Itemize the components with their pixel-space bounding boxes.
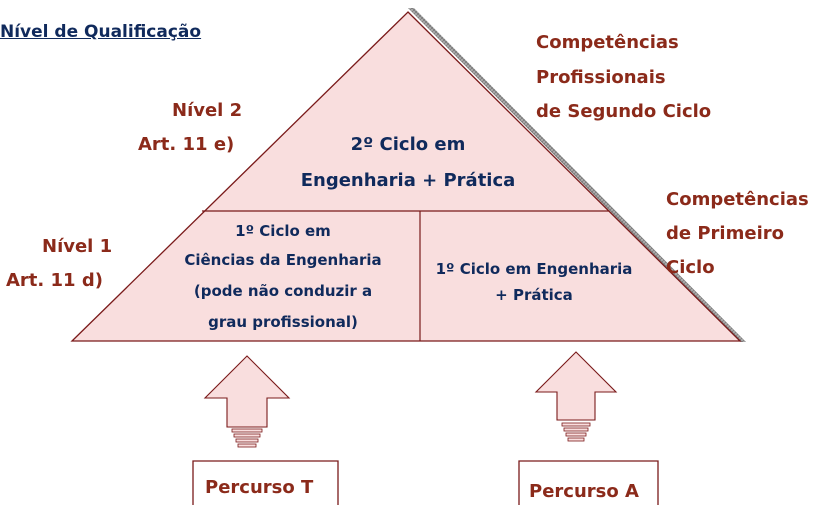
percurso-a-box — [518, 460, 659, 505]
bottom-left-cell-line-3: (pode não conduzir a — [194, 282, 372, 300]
bottom-right-cell-line-1: 1º Ciclo em Engenharia — [436, 260, 633, 278]
top-cell-line-2: Engenharia + Prática — [301, 170, 516, 191]
second-cycle-competencies-line-2: Profissionais — [536, 67, 666, 88]
first-cycle-competencies-line-1: Competências — [666, 189, 809, 210]
percurso-t-label: Percurso T — [205, 477, 314, 498]
bottom-left-cell-line-4: grau profissional) — [208, 313, 358, 331]
first-cycle-competencies-line-2: de Primeiro — [666, 223, 784, 244]
diagram-title: Nível de Qualificação — [0, 22, 202, 42]
percurso-a-label: Percurso A — [529, 481, 639, 502]
pyramid-triangle — [70, 11, 742, 342]
arrow-up-icon-a — [534, 351, 618, 442]
level-1-label: Nível 1 — [42, 236, 113, 257]
percurso-t-box — [192, 460, 339, 505]
first-cycle-competencies-line-3: Ciclo — [666, 257, 715, 278]
level-2-article: Art. 11 e) — [138, 134, 235, 155]
arrow-up-icon-t — [203, 355, 291, 448]
bottom-left-cell-line-2: Ciências da Engenharia — [184, 251, 381, 269]
top-cell-line-1: 2º Ciclo em — [351, 134, 466, 155]
second-cycle-competencies-line-1: Competências — [536, 32, 679, 53]
bottom-right-cell-line-2: + Prática — [495, 286, 573, 304]
level-2-label: Nível 2 — [172, 100, 243, 121]
pyramid-shadow — [408, 8, 746, 342]
second-cycle-competencies-line-3: de Segundo Ciclo — [536, 101, 712, 122]
level-1-article: Art. 11 d) — [6, 270, 103, 291]
bottom-left-cell-line-1: 1º Ciclo em — [235, 222, 331, 240]
